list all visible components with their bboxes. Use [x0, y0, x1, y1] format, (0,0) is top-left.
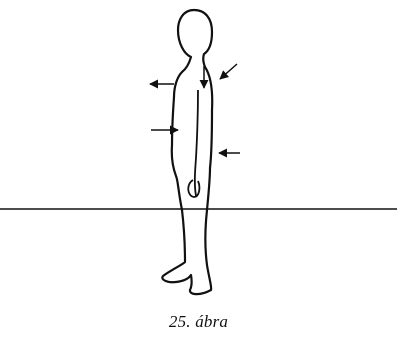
arm-line	[195, 90, 198, 196]
human-figure-outline	[162, 10, 212, 294]
arrow-chest-diagonal	[220, 64, 237, 79]
hand-outline	[188, 180, 199, 197]
figure-caption: 25. ábra	[0, 312, 397, 332]
